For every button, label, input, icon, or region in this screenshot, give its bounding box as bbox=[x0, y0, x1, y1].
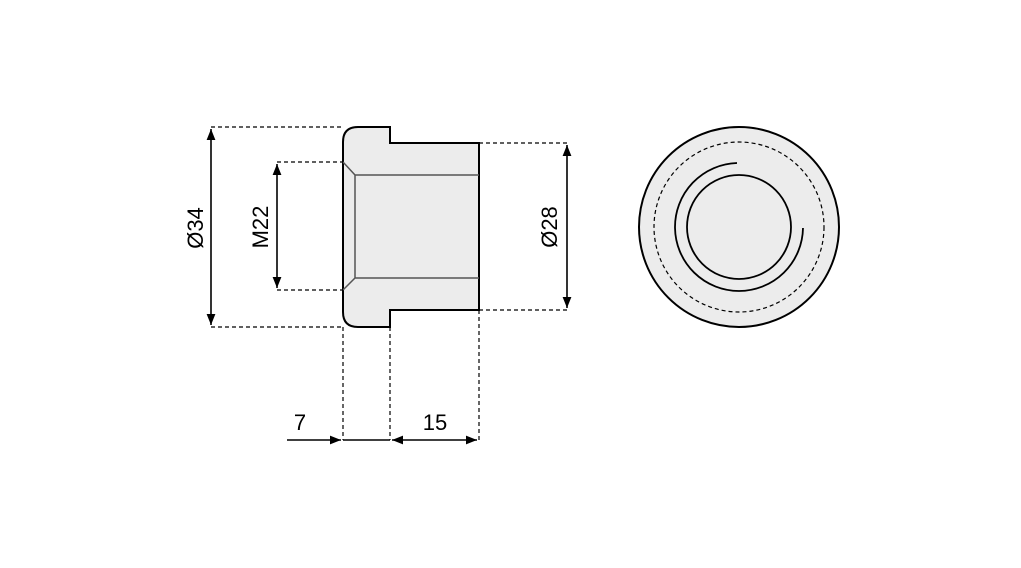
dim-body-length: 15 bbox=[423, 410, 447, 435]
part-outline bbox=[342, 126, 480, 328]
dim-outer-diameter: Ø34 bbox=[183, 207, 208, 249]
dim-body-diameter: Ø28 bbox=[537, 206, 562, 248]
bore-lines bbox=[342, 161, 479, 291]
side-view bbox=[342, 126, 480, 328]
dim-flange-length: 7 bbox=[294, 410, 306, 435]
thread-arc bbox=[674, 162, 804, 292]
dim-thread: M22 bbox=[248, 206, 273, 249]
bore-circle bbox=[686, 174, 792, 280]
end-view bbox=[638, 126, 840, 328]
dimension-lines bbox=[206, 129, 572, 445]
hidden-circle bbox=[653, 141, 825, 313]
extension-lines bbox=[211, 126, 567, 440]
